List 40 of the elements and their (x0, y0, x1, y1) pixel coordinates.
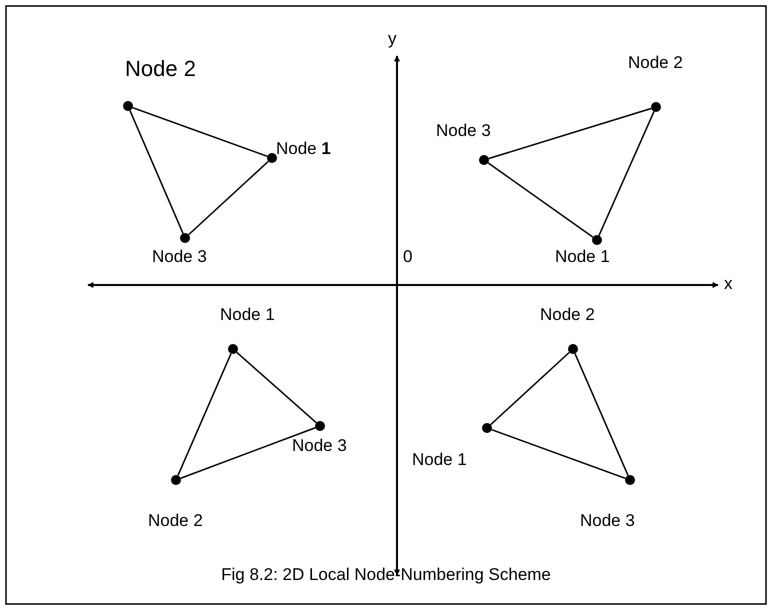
node-label: Node 1 (412, 451, 467, 468)
axis-label: y (388, 30, 396, 47)
triangle-side (491, 429, 626, 479)
node-dot (228, 344, 238, 354)
node-dot (592, 235, 602, 245)
triangle-side (177, 353, 232, 476)
triangle-side (488, 162, 594, 238)
node-dot (482, 423, 492, 433)
node-label: Node 2 (628, 54, 683, 71)
node-dot (479, 155, 489, 165)
axis-label: x (724, 275, 732, 292)
triangle-side (129, 110, 184, 234)
triangle-side (490, 352, 570, 426)
triangle-side (180, 427, 316, 479)
origin-label: 0 (403, 248, 412, 265)
node-label: Node 1 (555, 248, 610, 265)
node-dot (267, 153, 277, 163)
node-dot (315, 421, 325, 431)
triangle-side (132, 107, 268, 157)
node-label: Node 2 (148, 512, 203, 529)
triangle-side (488, 108, 652, 160)
node-label: Node 3 (580, 512, 635, 529)
node-dot (625, 475, 635, 485)
triangle-side (598, 111, 655, 236)
triangle-side (236, 352, 317, 424)
node-label: Node 2 (540, 306, 595, 323)
figure-caption: Fig 8.2: 2D Local Node-Numbering Scheme (220, 566, 552, 583)
triangle-side (574, 353, 629, 476)
node-label: Node 3 (292, 437, 347, 454)
node-label: Node 3 (436, 122, 491, 139)
node-label: Node 2 (125, 58, 196, 80)
triangle-side (188, 160, 269, 236)
node-dot (568, 344, 578, 354)
node-label: Node 3 (152, 248, 207, 265)
node-dot (123, 101, 133, 111)
node-dot (651, 102, 661, 112)
node-label: Node 1 (276, 140, 331, 157)
node-dot (171, 475, 181, 485)
node-label: Node 1 (220, 306, 275, 323)
node-dot (180, 233, 190, 243)
